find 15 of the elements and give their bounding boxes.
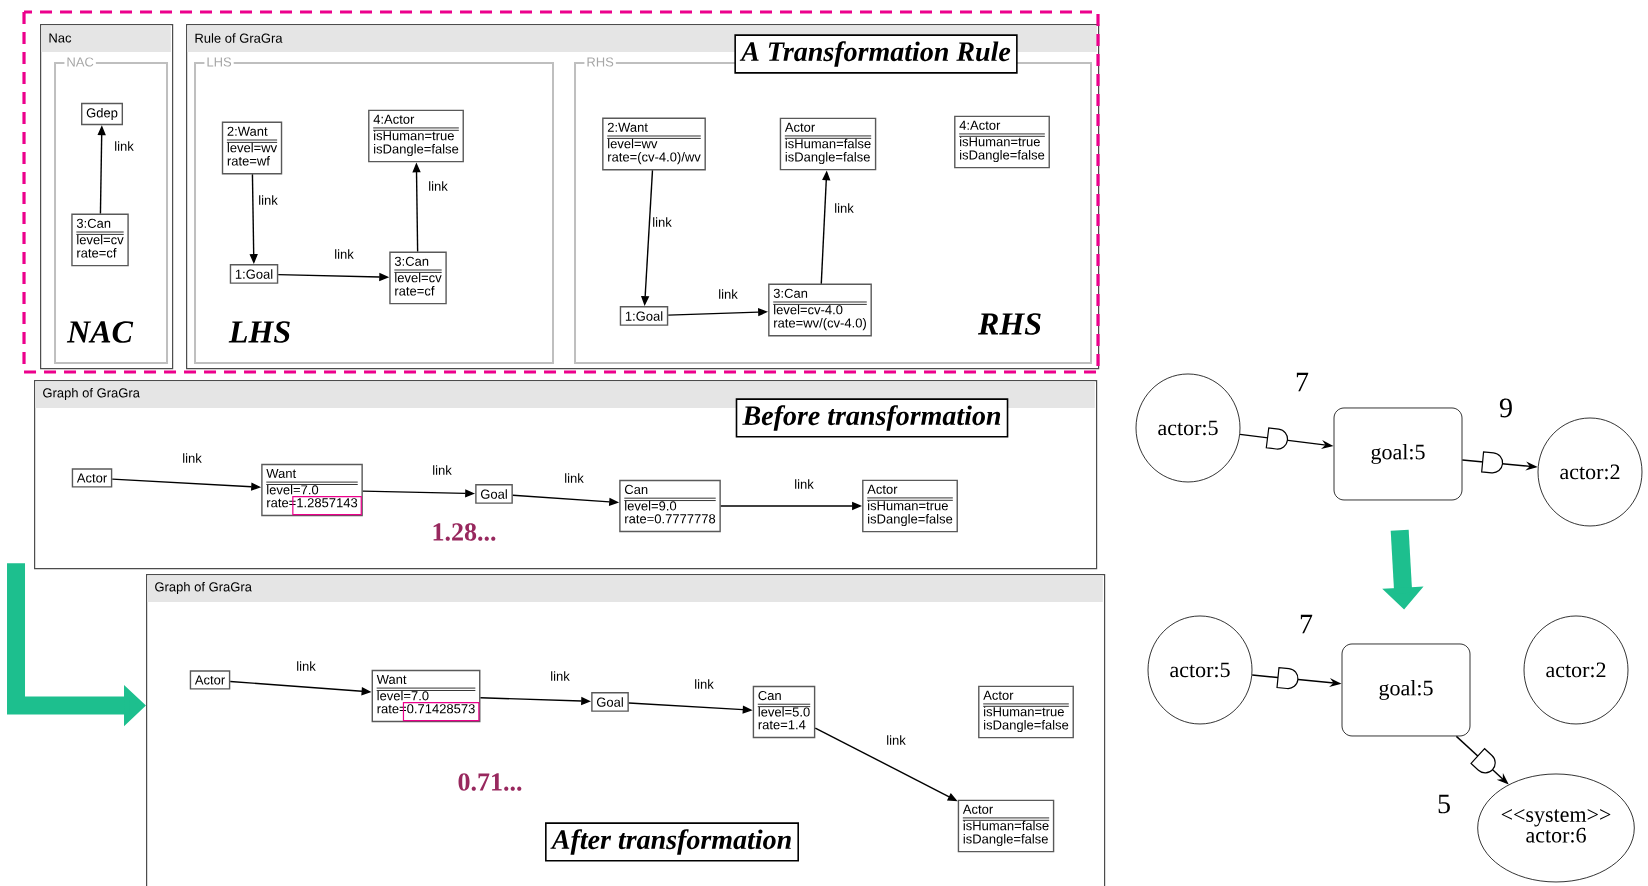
circle-node: <<system>> actor:6 — [1477, 773, 1635, 883]
title-box: After transformation — [545, 822, 799, 862]
circle-node: actor:5 — [1147, 615, 1253, 725]
value-note: 0.71... — [458, 773, 522, 791]
edge-label: 7 — [1294, 371, 1310, 393]
edge-label: 7 — [1298, 613, 1314, 635]
value-note: 1.28... — [433, 523, 496, 541]
rounded-box: goal:5 — [1341, 643, 1471, 737]
title-box: Before transformation — [735, 398, 1009, 438]
rounded-box: goal:5 — [1333, 407, 1463, 501]
edge-label: 5 — [1436, 793, 1452, 815]
edge-label: 9 — [1498, 397, 1514, 419]
circle-node: actor:2 — [1523, 615, 1629, 725]
circle-node: actor:5 — [1135, 373, 1241, 483]
circle-node: actor:2 — [1537, 417, 1643, 527]
